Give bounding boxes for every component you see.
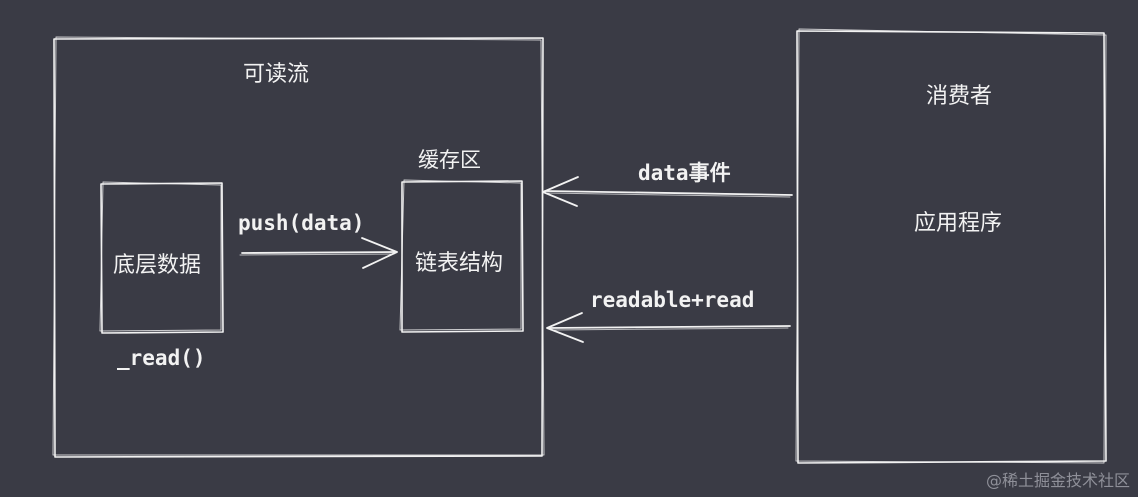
buffer-box: [399, 179, 524, 333]
readable-stream-title: 可读流: [243, 62, 310, 87]
consumer-title: 消费者: [926, 84, 993, 109]
watermark: @稀土掘金技术社区: [985, 471, 1130, 490]
data-event-label: data事件: [638, 161, 731, 185]
consumer-box: [795, 28, 1107, 464]
buffer-title: 缓存区: [418, 148, 481, 172]
push-data-label: push(data): [238, 211, 365, 235]
buffer-structure-label: 链表结构: [415, 251, 504, 276]
app-label: 应用程序: [914, 211, 1003, 236]
readable-read-arrow: [546, 312, 791, 343]
readable-stream-box: [52, 36, 545, 458]
push-arrow: [239, 237, 398, 269]
source-data-label: 底层数据: [113, 253, 202, 278]
readable-read-label: readable+read: [590, 288, 755, 312]
data-event-arrow: [542, 176, 793, 207]
source-data-box: [99, 181, 224, 334]
read-method-label: _read(): [117, 346, 206, 370]
